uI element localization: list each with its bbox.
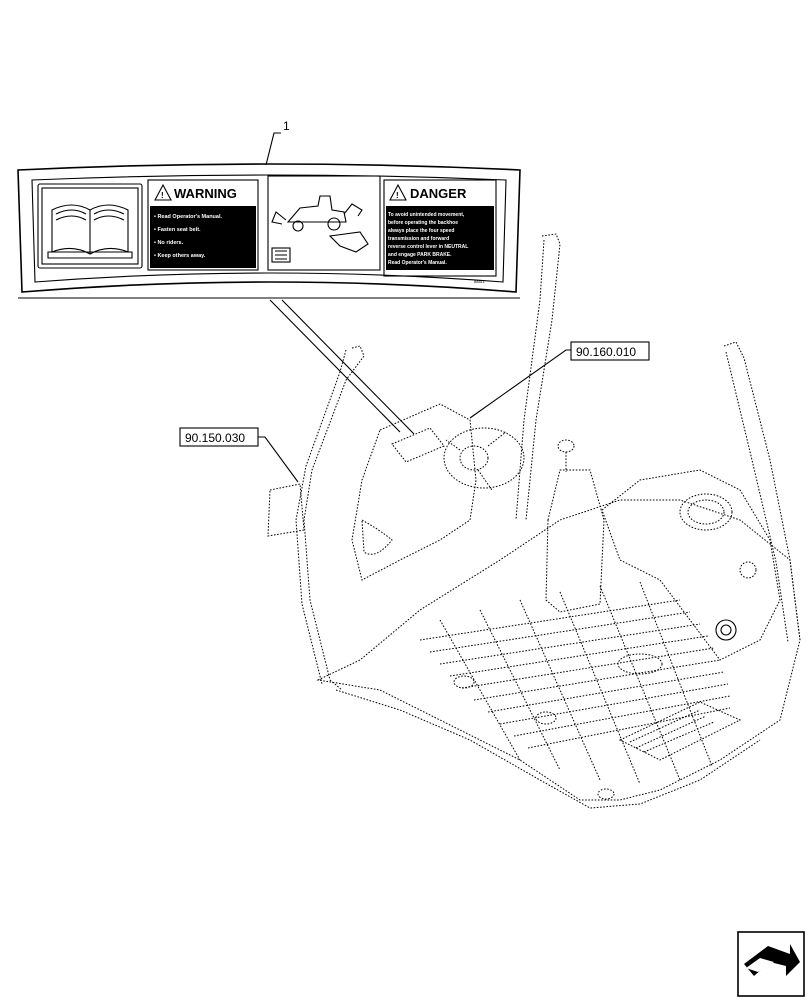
detail-leader-lines xyxy=(269,299,415,435)
danger-line: always place the four speed xyxy=(388,228,454,234)
item-number-label: 1 xyxy=(283,119,290,133)
danger-line: before operating the backhoe xyxy=(388,220,458,226)
warning-line: • No riders. xyxy=(154,240,184,246)
danger-block: ! DANGER To avoid unintended movement, b… xyxy=(383,179,497,277)
danger-title: DANGER xyxy=(410,186,467,201)
danger-line: and engage PARK BRAKE. xyxy=(388,252,452,258)
warning-triangle-icon xyxy=(154,183,172,201)
warning-block: ! WARNING • Read Operator's Manual. • Fa… xyxy=(147,179,259,271)
ref-label-left: 90.150.030 xyxy=(185,431,245,445)
decal-panel: ! WARNING • Read Operator's Manual. • Fa… xyxy=(17,163,521,293)
svg-text:!: ! xyxy=(161,191,164,200)
warning-line: • Fasten seat belt. xyxy=(154,227,201,233)
danger-line: To avoid unintended movement, xyxy=(388,212,465,218)
danger-line: transmission and forward xyxy=(388,236,449,242)
warning-line: • Keep others away. xyxy=(154,253,206,259)
warning-triangle-icon xyxy=(389,183,407,201)
arrow-navigation-icon xyxy=(737,931,805,997)
svg-text:!: ! xyxy=(396,191,399,200)
danger-line: Read Operator's Manual. xyxy=(388,260,447,266)
backhoe-icon xyxy=(267,175,381,271)
decal-part-code: 88811 xyxy=(474,279,486,284)
danger-line: reverse control lever in NEUTRAL xyxy=(388,244,468,250)
ref-label-top: 90.160.010 xyxy=(576,345,636,359)
warning-title: WARNING xyxy=(174,186,237,201)
book-icon xyxy=(37,183,143,269)
cab-floor-drawing xyxy=(267,233,801,809)
warning-line: • Read Operator's Manual. xyxy=(154,214,222,220)
ref-callout-top: 90.160.010 xyxy=(469,341,650,419)
ref-callout-left: 90.150.030 xyxy=(179,427,299,483)
item-leader-line xyxy=(265,132,281,166)
